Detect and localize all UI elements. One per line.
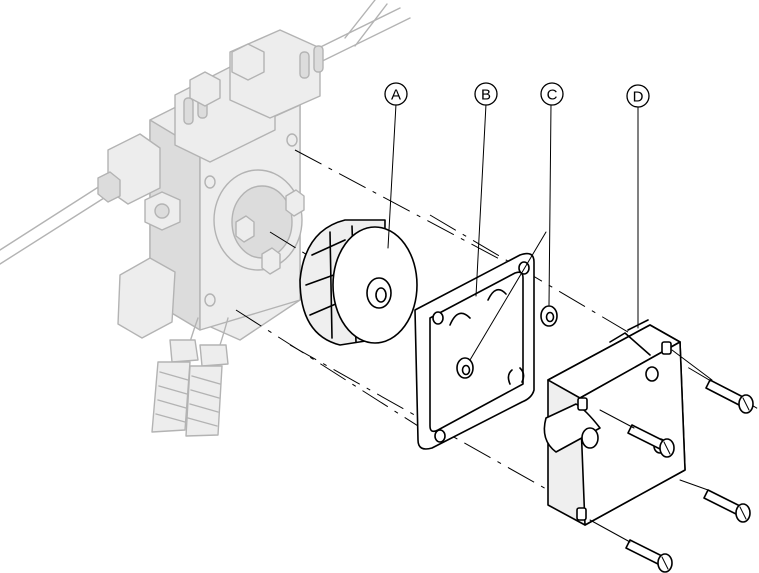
gasket-bracket-mark bbox=[507, 367, 525, 385]
nozzle-lower bbox=[117, 257, 176, 339]
flange-bolt-1 bbox=[285, 189, 305, 217]
gasket-center-port-inner bbox=[461, 364, 471, 376]
braid-2-texture bbox=[187, 375, 221, 427]
part-a-strainer bbox=[299, 219, 418, 346]
screw-line-2 bbox=[599, 409, 635, 429]
hex-fitting-bore bbox=[154, 203, 170, 219]
part-c-seal bbox=[540, 305, 558, 327]
callout-a-label: A bbox=[391, 87, 401, 104]
axis-top-right bbox=[429, 214, 759, 410]
gasket-arc-2 bbox=[487, 288, 507, 301]
leader-a bbox=[387, 103, 397, 249]
part-d-cover bbox=[543, 319, 686, 526]
screw-2 bbox=[627, 424, 675, 458]
callout-c-label: C bbox=[547, 87, 558, 104]
leader-b bbox=[475, 103, 487, 297]
screw-line-3 bbox=[679, 479, 709, 491]
pipe-top-2 bbox=[344, 0, 376, 39]
block-hole-1 bbox=[204, 175, 216, 189]
braided-hose-1 bbox=[151, 361, 191, 433]
cover-tab-bottom bbox=[576, 507, 587, 521]
block-hole-2 bbox=[286, 133, 298, 147]
pipe-left-inner bbox=[0, 197, 105, 265]
leader-c-ring bbox=[548, 103, 552, 306]
coil-slot-4 bbox=[313, 45, 324, 73]
cover-tab-left bbox=[577, 397, 588, 411]
screw-line-1 bbox=[671, 349, 713, 381]
hose-fitting-1 bbox=[169, 339, 199, 363]
callout-b-label: B bbox=[481, 87, 491, 104]
connector-left-tip bbox=[97, 171, 121, 203]
callout-c: C bbox=[540, 82, 564, 106]
cover-tab-top bbox=[661, 341, 672, 355]
strainer-bore-inner bbox=[375, 287, 387, 303]
axis-top-left-hole bbox=[294, 149, 521, 271]
callout-a: A bbox=[384, 82, 408, 106]
callout-b: B bbox=[474, 82, 498, 106]
top-nut-1 bbox=[189, 71, 221, 107]
gasket-hole-bottom-left bbox=[434, 429, 446, 443]
seal-ring-inner bbox=[545, 311, 555, 323]
flange-bolt-3 bbox=[261, 247, 281, 275]
pipe-top-3 bbox=[354, 3, 388, 47]
screw-3 bbox=[703, 489, 751, 523]
callout-d-label: D bbox=[633, 89, 644, 106]
callout-d: D bbox=[626, 84, 650, 108]
axis-bottom-left-hole bbox=[235, 309, 441, 441]
pipe-left-outer bbox=[0, 185, 101, 251]
screw-alignment-lines bbox=[589, 349, 713, 543]
coil-slot-1 bbox=[183, 97, 194, 125]
gasket-inner-edge bbox=[429, 271, 524, 433]
oil-pump-assembly bbox=[0, 0, 411, 437]
gasket-hole-top-left bbox=[432, 311, 444, 325]
cover-screws bbox=[625, 379, 754, 573]
braid-1-texture bbox=[155, 371, 189, 423]
cover-screw-hole-top bbox=[645, 366, 659, 382]
block-hole-3 bbox=[204, 293, 216, 307]
leader-c-port bbox=[469, 231, 547, 361]
cover-boss-hole bbox=[581, 427, 599, 449]
screw-line-4 bbox=[589, 519, 631, 543]
screw-4 bbox=[625, 539, 673, 573]
hose-fitting-2 bbox=[199, 344, 229, 367]
coil-slot-3 bbox=[299, 51, 310, 79]
flange-bolt-2 bbox=[235, 215, 255, 243]
callout-leaders bbox=[387, 103, 639, 361]
screw-1 bbox=[705, 379, 754, 414]
gasket-arc-1 bbox=[449, 312, 471, 326]
braided-hose-2 bbox=[185, 365, 223, 437]
top-nut-2 bbox=[231, 43, 265, 81]
